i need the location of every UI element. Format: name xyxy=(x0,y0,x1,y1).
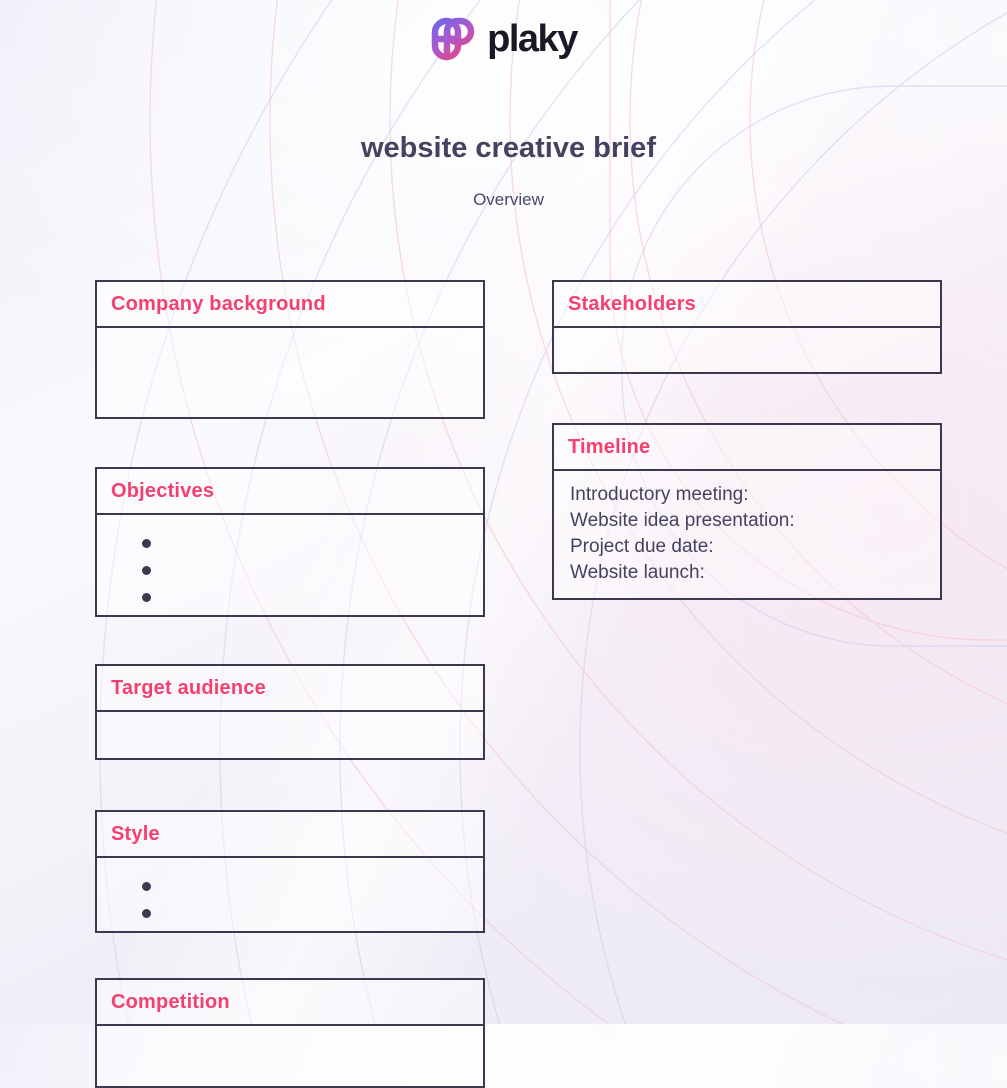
section-style: Style xyxy=(95,810,485,933)
style-field[interactable] xyxy=(97,858,483,932)
plaky-wordmark: plaky xyxy=(487,17,578,60)
timeline-item[interactable]: Website idea presentation: xyxy=(570,510,795,531)
bullet-point[interactable] xyxy=(142,589,483,616)
timeline-item[interactable]: Project due date: xyxy=(570,536,714,557)
section-header: Target audience xyxy=(97,666,483,712)
section-title: Target audience xyxy=(111,676,266,699)
section-header: Timeline xyxy=(554,425,940,471)
section-title: Timeline xyxy=(568,435,651,458)
section-title: Company background xyxy=(111,292,326,315)
stakeholders-field[interactable] xyxy=(554,328,940,372)
company-background-field[interactable] xyxy=(97,328,483,417)
bullet-point[interactable] xyxy=(142,905,483,932)
section-header: Style xyxy=(97,812,483,858)
plaky-mark-icon xyxy=(431,17,475,61)
bullet-list xyxy=(97,858,483,932)
section-header: Company background xyxy=(97,282,483,328)
section-timeline: Timeline Introductory meeting: Website i… xyxy=(552,423,942,600)
bullet-point[interactable] xyxy=(142,535,483,562)
timeline-item[interactable]: Website launch: xyxy=(570,562,705,583)
section-target-audience: Target audience xyxy=(95,664,485,760)
timeline-item[interactable]: Introductory meeting: xyxy=(570,484,749,505)
page-title: website creative brief xyxy=(361,132,656,164)
section-title: Competition xyxy=(111,990,230,1013)
target-audience-field[interactable] xyxy=(97,712,483,758)
bullet-point[interactable] xyxy=(142,878,483,905)
section-competition: Competition xyxy=(95,978,485,1088)
objectives-field[interactable] xyxy=(97,515,483,616)
section-header: Competition xyxy=(97,980,483,1026)
page-subtitle: Overview xyxy=(473,190,544,209)
section-stakeholders: Stakeholders xyxy=(552,280,942,374)
section-title: Style xyxy=(111,822,160,845)
section-header: Objectives xyxy=(97,469,483,515)
section-objectives: Objectives xyxy=(95,467,485,617)
section-header: Stakeholders xyxy=(554,282,940,328)
plaky-logo: plaky xyxy=(0,14,1007,64)
timeline-field[interactable]: Introductory meeting: Website idea prese… xyxy=(554,471,940,586)
section-title: Stakeholders xyxy=(568,292,697,315)
bullet-point[interactable] xyxy=(142,562,483,589)
bullet-list xyxy=(97,515,483,616)
section-company-background: Company background xyxy=(95,280,485,419)
section-title: Objectives xyxy=(111,479,215,502)
